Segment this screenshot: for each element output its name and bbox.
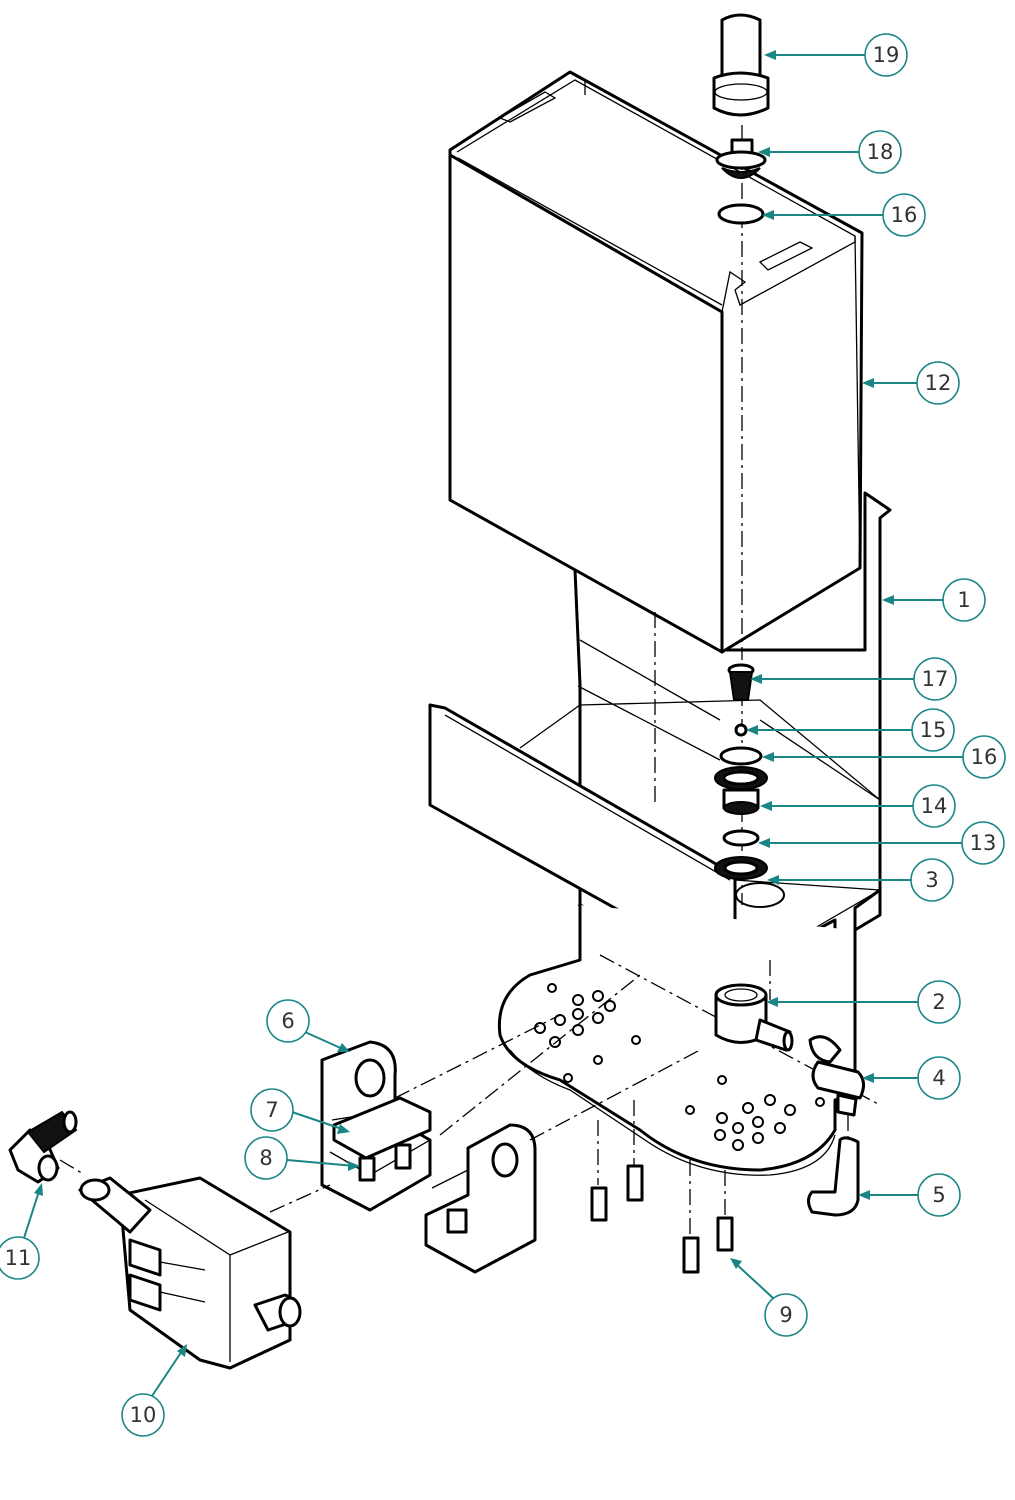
- callout-17: 17: [750, 657, 957, 701]
- callout-10: 10: [121, 1344, 187, 1437]
- callout-2: 2: [766, 980, 961, 1024]
- washer-part: [722, 829, 760, 847]
- svg-text:10: 10: [130, 1403, 157, 1427]
- inlet-fitting-part: [8, 1110, 78, 1184]
- svg-text:7: 7: [265, 1098, 278, 1122]
- svg-text:18: 18: [867, 140, 894, 164]
- callout-9: 9: [730, 1258, 808, 1337]
- callout-3: 3: [767, 858, 954, 902]
- svg-text:16: 16: [891, 203, 918, 227]
- mount-axis-2: [439, 974, 641, 1136]
- small-bolts-part: [358, 1143, 412, 1182]
- callout-18: 18: [758, 130, 902, 174]
- callout-13: 13: [758, 821, 1005, 865]
- valve-body-part: [714, 766, 768, 815]
- nut-part: [714, 856, 768, 880]
- callout-4: 4: [862, 1056, 961, 1100]
- mount-axis-4: [269, 1184, 331, 1213]
- svg-text:17: 17: [922, 667, 949, 691]
- svg-text:9: 9: [779, 1303, 792, 1327]
- callout-6: 6: [266, 999, 350, 1052]
- solenoid-pump-part: [78, 1176, 302, 1370]
- water-tank-part: [448, 70, 864, 654]
- callout-12: 12: [862, 361, 960, 405]
- callout-16-top: 16: [762, 193, 926, 237]
- o-ring-lower-part: [719, 746, 763, 766]
- svg-text:6: 6: [281, 1009, 294, 1033]
- callout-16-lower: 16: [762, 735, 1006, 779]
- angled-connector-part: [808, 1035, 865, 1117]
- clamp-plate-part: [332, 1096, 432, 1160]
- base-plate-part: [497, 888, 882, 1176]
- spring-plug-part: [727, 663, 755, 701]
- callout-8: 8: [244, 1136, 360, 1180]
- callout-1: 1: [882, 578, 986, 622]
- svg-text:2: 2: [932, 990, 945, 1014]
- svg-text:3: 3: [925, 868, 938, 892]
- callout-5: 5: [858, 1173, 961, 1217]
- svg-text:19: 19: [873, 43, 900, 67]
- callout-15: 15: [746, 708, 955, 752]
- svg-text:16: 16: [971, 745, 998, 769]
- cap-part: [712, 13, 770, 117]
- callout-7: 7: [250, 1088, 350, 1134]
- svg-text:14: 14: [921, 794, 948, 818]
- ball-part: [734, 723, 748, 737]
- mount-axis-1: [394, 1014, 561, 1099]
- svg-text:13: 13: [970, 831, 997, 855]
- svg-text:5: 5: [932, 1183, 945, 1207]
- svg-text:15: 15: [920, 718, 947, 742]
- valve-fitting-part: [715, 138, 767, 179]
- mount-axis-3: [529, 1049, 701, 1141]
- screws-part: [590, 1100, 734, 1274]
- svg-text:11: 11: [5, 1246, 32, 1270]
- o-ring-top-part: [717, 203, 765, 225]
- mount-bracket-right-part: [424, 1123, 537, 1274]
- hose-part: [807, 1136, 860, 1217]
- svg-text:12: 12: [925, 371, 952, 395]
- svg-text:1: 1: [957, 588, 970, 612]
- outlet-elbow-part: [714, 983, 794, 1052]
- svg-text:4: 4: [932, 1066, 945, 1090]
- callout-19: 19: [764, 33, 908, 77]
- svg-text:8: 8: [259, 1146, 272, 1170]
- callout-14: 14: [760, 784, 956, 828]
- callout-11: 11: [0, 1183, 43, 1280]
- tray-part: [428, 699, 881, 977]
- axis-line-11: [59, 1159, 86, 1176]
